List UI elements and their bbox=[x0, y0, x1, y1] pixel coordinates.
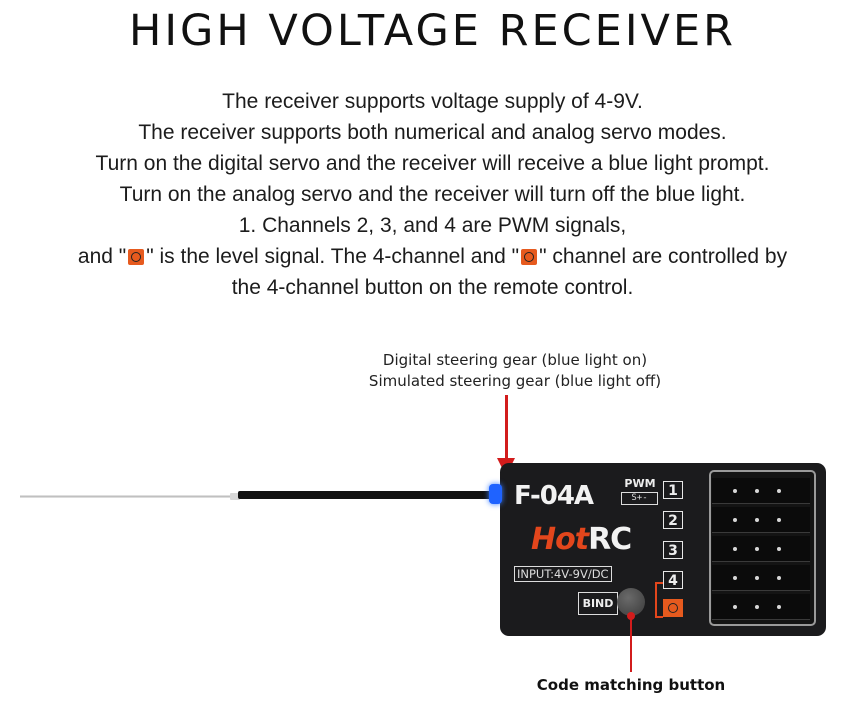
description-line: 1. Channels 2, 3, and 4 are PWM signals, bbox=[238, 214, 627, 237]
channel-3-label: 3 bbox=[663, 541, 683, 559]
simulated-servo-label: Simulated steering gear (blue light off) bbox=[368, 372, 662, 390]
bind-button[interactable] bbox=[617, 588, 645, 616]
channel-2-label: 2 bbox=[663, 511, 683, 529]
pin-socket bbox=[755, 576, 759, 580]
power-level-icon bbox=[521, 249, 538, 265]
pin-socket bbox=[777, 576, 781, 580]
bind-label: BIND bbox=[578, 592, 618, 615]
description-text: " channel are controlled by bbox=[539, 245, 788, 268]
antenna-connector bbox=[230, 493, 240, 500]
channel-4-label: 4 bbox=[663, 571, 683, 589]
pin-socket bbox=[733, 605, 737, 609]
status-led bbox=[489, 484, 502, 504]
brand-hot: Hot bbox=[531, 522, 589, 557]
callout-line bbox=[630, 616, 632, 672]
digital-servo-label: Digital steering gear (blue light on) bbox=[382, 351, 648, 369]
pin-socket bbox=[733, 489, 737, 493]
pin-socket bbox=[777, 605, 781, 609]
pin-socket bbox=[733, 576, 737, 580]
input-voltage-label: INPUT:4V-9V/DC bbox=[514, 566, 612, 582]
description-line: Turn on the digital servo and the receiv… bbox=[95, 152, 770, 175]
pin-socket bbox=[755, 518, 759, 522]
signal-pinout-label: S+- bbox=[621, 492, 658, 505]
brand-rc: RC bbox=[588, 522, 632, 557]
description-line: The receiver supports both numerical and… bbox=[138, 121, 727, 144]
pin-socket bbox=[733, 518, 737, 522]
channel-bracket bbox=[655, 582, 663, 618]
description-line: the 4-channel button on the remote contr… bbox=[231, 276, 634, 299]
description-line: The receiver supports voltage supply of … bbox=[222, 90, 643, 113]
channel-1-label: 1 bbox=[663, 481, 683, 499]
pin-socket bbox=[755, 605, 759, 609]
pin-row bbox=[712, 478, 810, 504]
led-arrow-shaft bbox=[505, 395, 508, 461]
pin-socket bbox=[733, 547, 737, 551]
page-title: HIGH VOLTAGE RECEIVER bbox=[128, 6, 736, 56]
description-line: and " " is the level signal. The 4-channe… bbox=[0, 241, 865, 272]
pin-socket bbox=[755, 489, 759, 493]
pin-socket bbox=[777, 518, 781, 522]
pwm-label: PWM bbox=[624, 477, 656, 490]
description-line: Turn on the analog servo and the receive… bbox=[119, 183, 746, 206]
pin-socket bbox=[777, 547, 781, 551]
pin-row bbox=[712, 594, 810, 620]
antenna-wire bbox=[20, 495, 232, 498]
pin-row bbox=[712, 536, 810, 562]
code-button-label: Code matching button bbox=[536, 676, 726, 694]
description-text: " is the level signal. The 4-channel and… bbox=[146, 245, 520, 268]
power-level-icon bbox=[663, 599, 683, 617]
led-callout: Digital steering gear (blue light on) Si… bbox=[0, 350, 865, 392]
power-level-icon bbox=[128, 249, 145, 265]
pin-row bbox=[712, 565, 810, 591]
description-text: and " bbox=[77, 245, 127, 268]
antenna-cable bbox=[238, 491, 496, 499]
description: The receiver supports voltage supply of … bbox=[0, 86, 865, 303]
receiver-model: F-04A bbox=[514, 481, 594, 511]
brand-logo: HotRC bbox=[531, 522, 632, 557]
pin-socket bbox=[777, 489, 781, 493]
pin-row bbox=[712, 507, 810, 533]
pin-socket bbox=[755, 547, 759, 551]
